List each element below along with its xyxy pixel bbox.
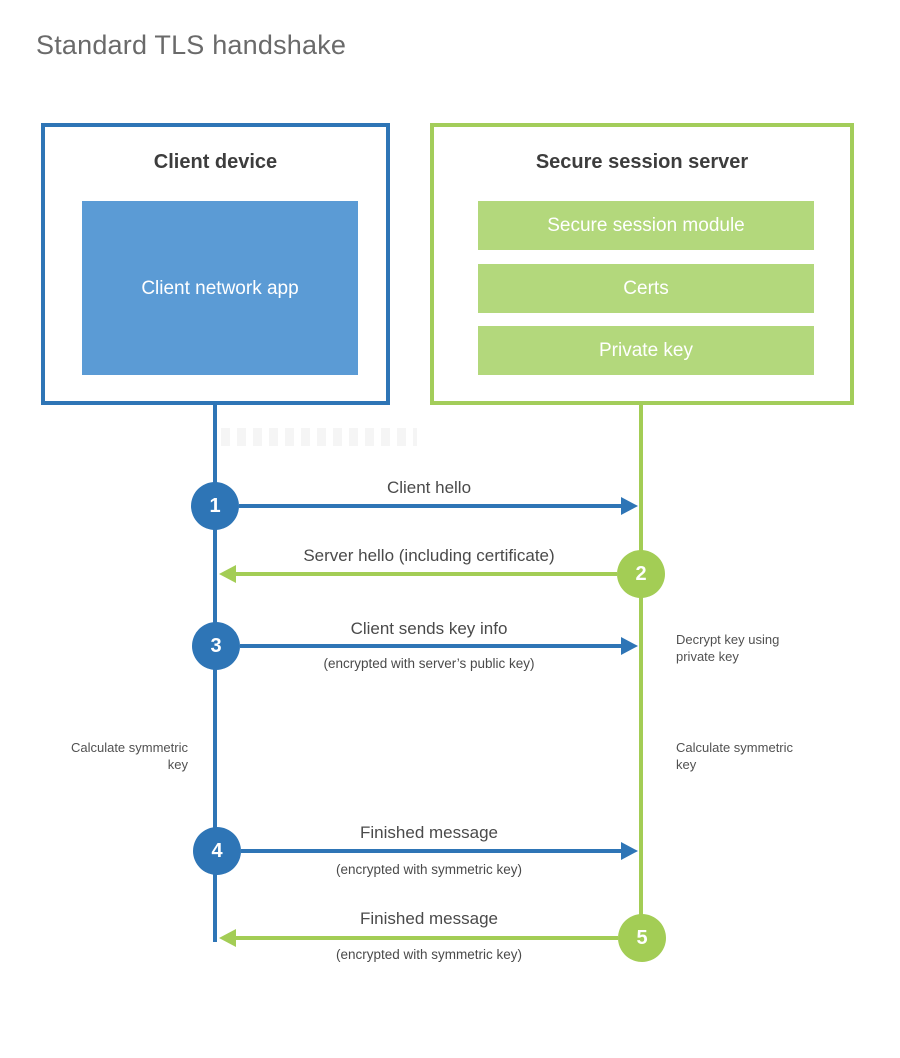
page-title: Standard TLS handshake [36,30,347,60]
step-4-sublabel: (encrypted with symmetric key) [335,862,523,877]
server-module-label: Secure session module [547,214,745,236]
step-4-arrow-line [241,849,621,853]
step-4-label: Finished message [360,823,498,842]
arrowhead-right-icon [621,497,638,515]
step-1-arrow-line [239,504,621,508]
client-network-app-label: Client network app [141,277,299,299]
note-calculate-symmetric-key-right: Calculate symmetric key [676,740,794,772]
arrowhead-left-icon [219,565,236,583]
arrowhead-right-icon [621,842,638,860]
step-5-label: Finished message [360,909,498,928]
step-2-label: Server hello (including certificate) [303,546,555,565]
step-3-arrow-line [240,644,621,648]
faint-watermark [221,428,417,446]
client-network-app-box: Client network app [82,201,358,375]
step-3-sublabel: (encrypted with server’s public key) [323,656,535,671]
server-label: Secure session server [535,151,749,173]
note-decrypt-key: Decrypt key using private key [676,632,780,664]
step-5-arrow-line [235,936,618,940]
step-1-circle: 1 [191,482,239,530]
step-5-circle: 5 [618,914,666,962]
client-lifeline [213,405,217,942]
server-module-bar-secure-session-module: Secure session module [478,201,814,250]
server-module-label: Certs [623,277,669,299]
client-device-label: Client device [153,151,278,173]
client-device-box: Client device Client network app [41,123,390,405]
step-3-label: Client sends key info [350,619,508,638]
server-module-bar-private-key: Private key [478,326,814,375]
server-lifeline [639,405,643,942]
note-calculate-symmetric-key-left: Calculate symmetric key [70,740,188,772]
step-4-circle: 4 [193,827,241,875]
step-5-sublabel: (encrypted with symmetric key) [335,947,523,962]
step-1-label: Client hello [386,478,472,497]
step-3-circle: 3 [192,622,240,670]
server-module-label: Private key [599,339,693,361]
step-2-circle: 2 [617,550,665,598]
server-box: Secure session server Secure session mod… [430,123,854,405]
server-module-bar-certs: Certs [478,264,814,313]
arrowhead-left-icon [219,929,236,947]
arrowhead-right-icon [621,637,638,655]
step-2-arrow-line [235,572,617,576]
